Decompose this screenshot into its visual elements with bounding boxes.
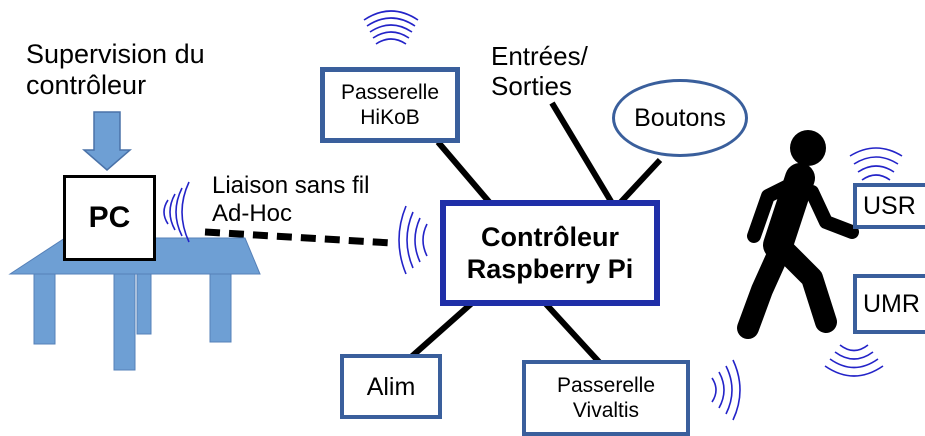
link-buttons-controller [617,157,663,206]
umr-box: UMR [853,274,925,334]
link-hikob-controller [435,140,493,205]
down-arrow-icon [81,111,133,171]
controller-box: Contrôleur Raspberry Pi [440,200,660,306]
link-io-controller [549,101,615,205]
controller-line1: Contrôleur [480,221,619,252]
usr-label: USR [863,192,916,220]
wireless-link-line2: Ad-Hoc [212,199,293,227]
hikob-line1: Passerelle [340,80,440,104]
io-line2: Sorties [491,70,572,101]
pc-label: PC [88,201,131,234]
walking-person-icon [737,130,859,339]
pc-box: PC [63,175,156,261]
io-label: Entrées/ Sorties [491,41,588,102]
vivaltis-line1: Passerelle [556,373,656,397]
umr-label: UMR [863,290,920,318]
io-line1: Entrées/ [491,41,588,71]
hikob-gateway-box: Passerelle HiKoB [320,67,460,143]
controller-line2: Raspberry Pi [466,254,634,284]
buttons-ellipse: Boutons [612,79,748,157]
link-alim-controller [408,300,474,361]
buttons-label: Boutons [634,104,726,132]
wireless-link-line1: Liaison sans fil [212,172,370,199]
alim-label: Alim [366,372,416,401]
wireless-link-label: Liaison sans fil Ad-Hoc [212,172,369,227]
wifi-waves-icon [163,10,903,421]
hikob-line2: HiKoB [360,106,420,129]
vivaltis-gateway-box: Passerelle Vivaltis [522,360,690,436]
supervision-line1: Supervision du [26,39,205,69]
link-vivaltis-controller [542,300,603,366]
supervision-line2: contrôleur [26,70,147,101]
connection-lines [408,101,663,366]
usr-box: USR [853,183,925,229]
wireless-dashed-link [204,228,393,247]
alim-box: Alim [340,354,442,419]
vivaltis-line2: Vivaltis [572,399,640,422]
supervision-label: Supervision du contrôleur [26,39,205,101]
